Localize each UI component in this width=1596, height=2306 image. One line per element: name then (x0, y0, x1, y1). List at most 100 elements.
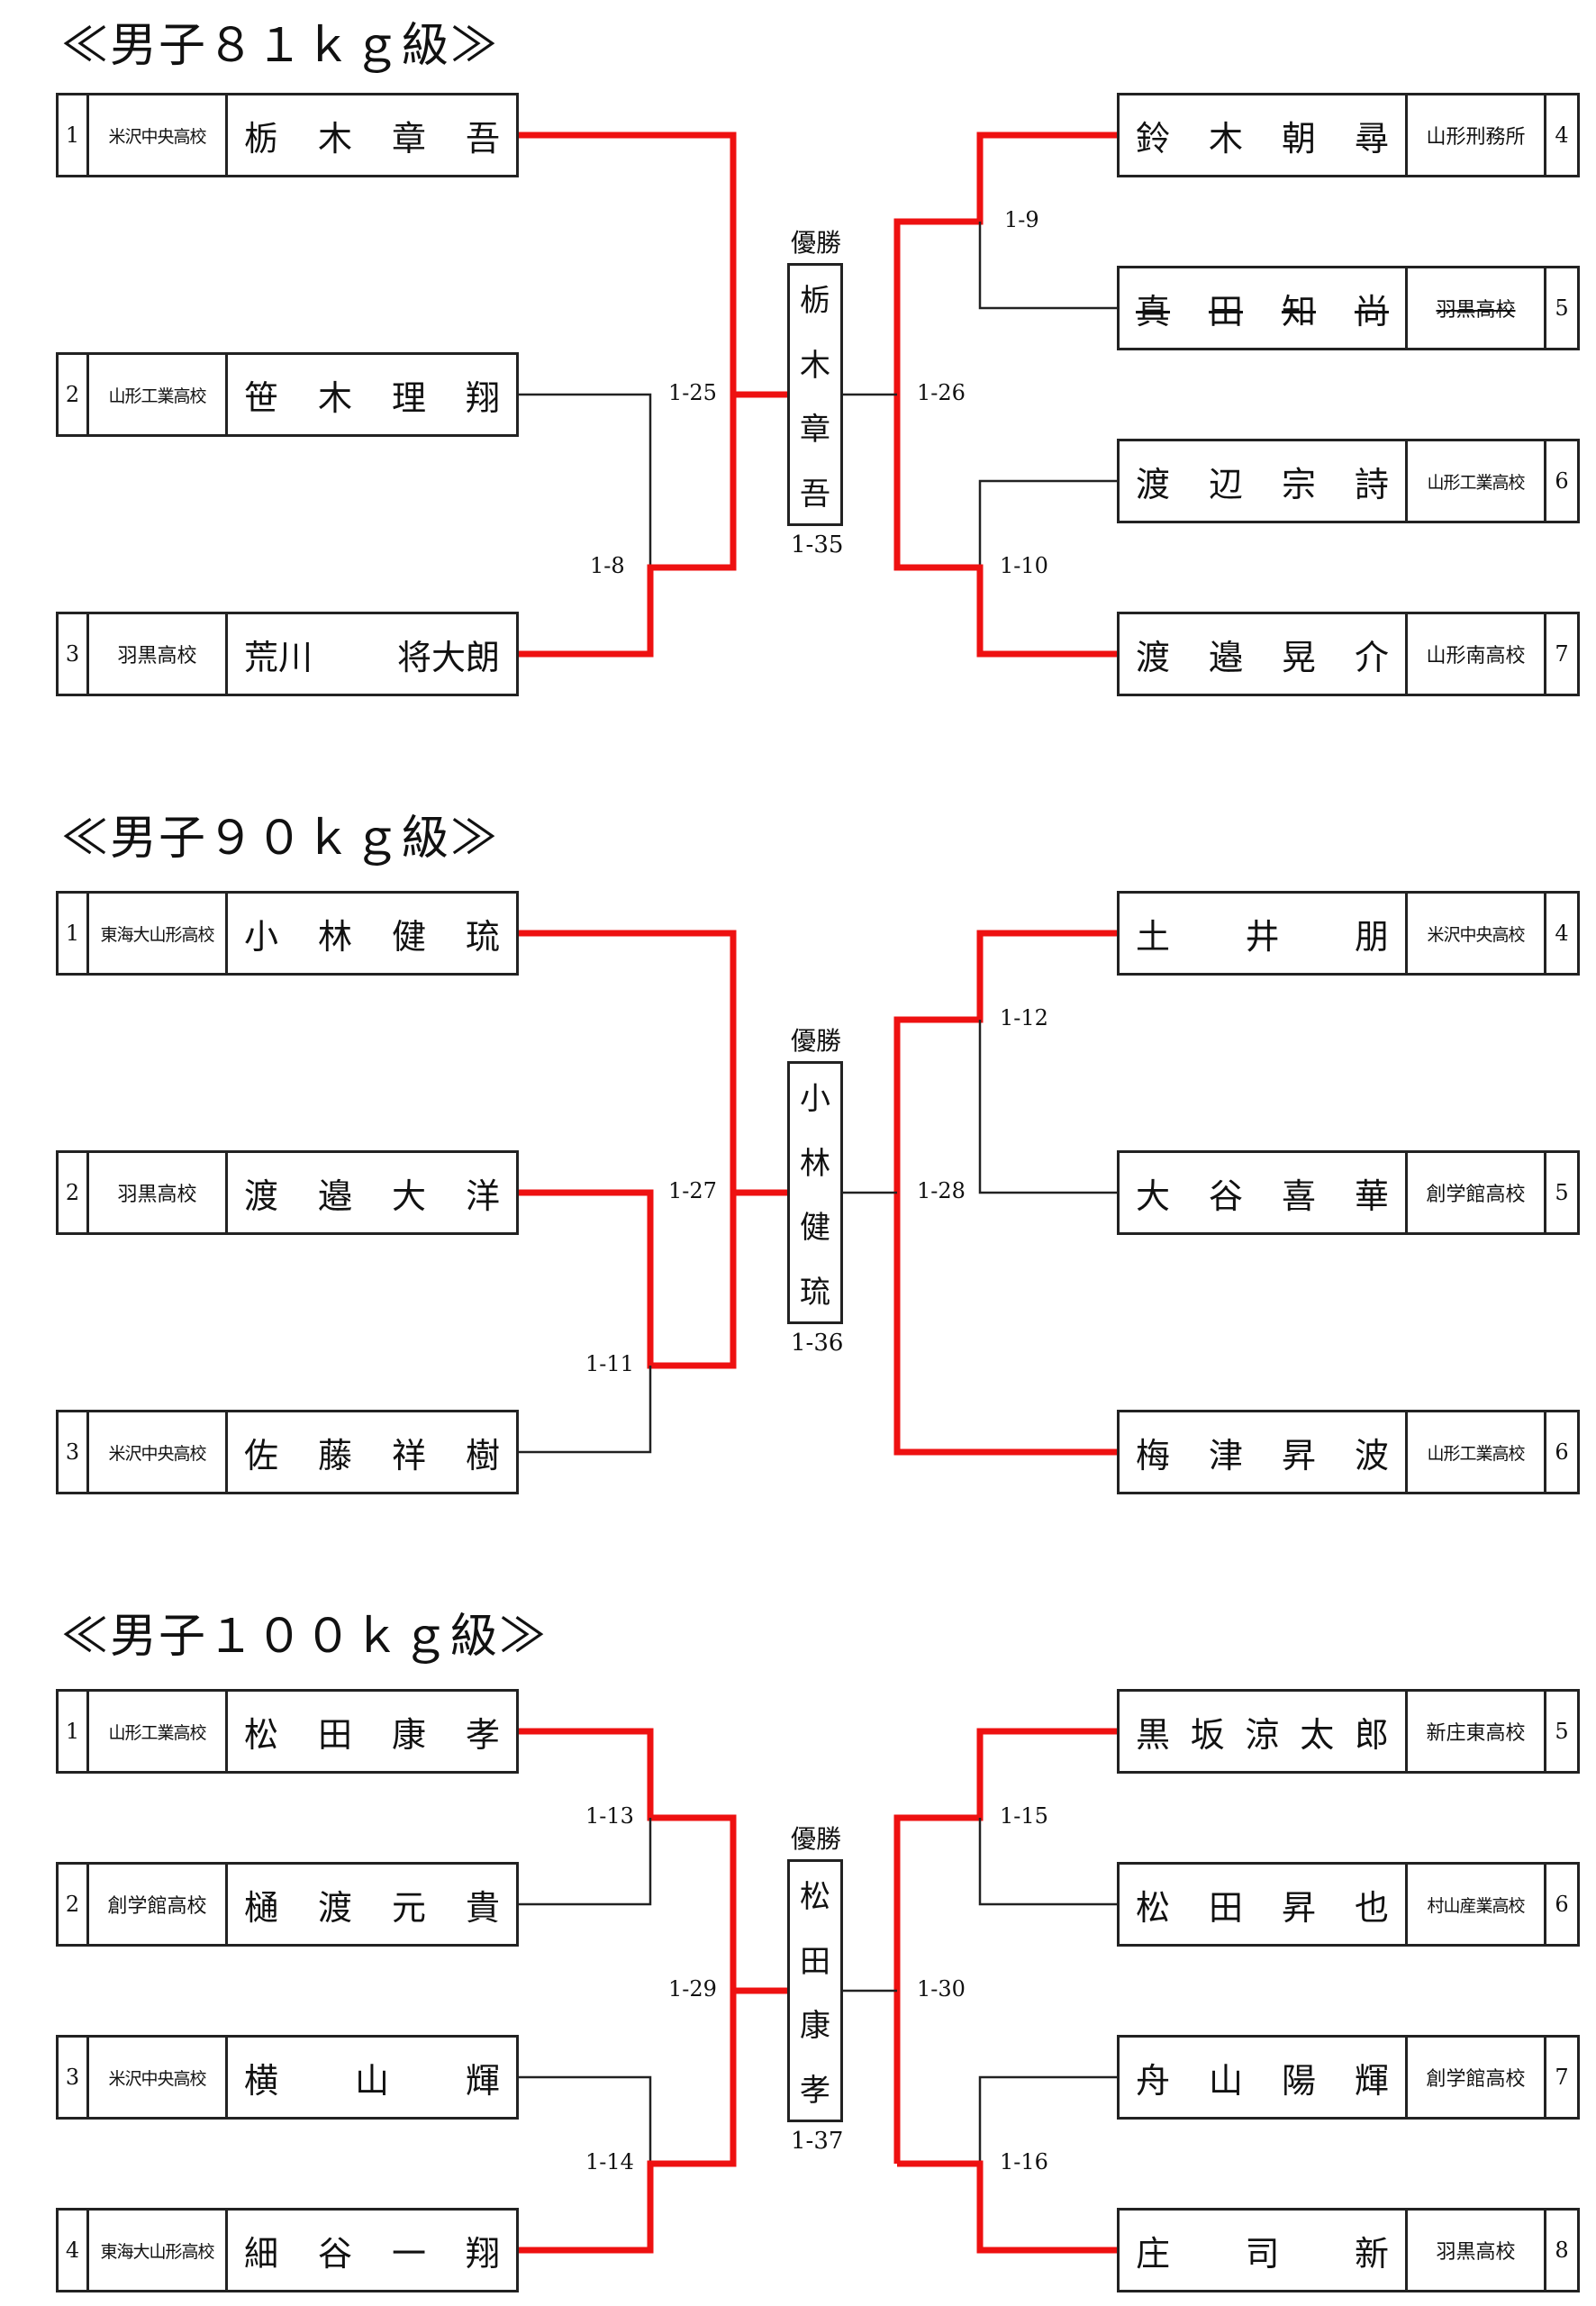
match-number: 1-13 (585, 1803, 634, 1829)
match-number: 1-11 (585, 1351, 634, 1376)
athlete-name: 庄司新 (1120, 2211, 1408, 2290)
match-number: 1-15 (1000, 1803, 1048, 1829)
name-part: 琉 (465, 916, 500, 957)
school-text: 羽黒高校 (1436, 2241, 1516, 2264)
winning-path (897, 2160, 1117, 2254)
name-part: 樹 (465, 1435, 500, 1475)
seed-number: 1 (59, 1692, 89, 1771)
athlete-name: 黒坂涼太郎 (1120, 1692, 1408, 1771)
name-part: 田 (1208, 1887, 1243, 1928)
school-text: 東海大山形高校 (100, 924, 214, 945)
athlete-name: 松田康孝 (228, 1692, 516, 1771)
champion-name-box: 松田康孝 (787, 1859, 843, 2122)
name-part: 尚 (1354, 291, 1389, 331)
champion-name-char: 林 (800, 1145, 830, 1182)
champion-label: 優勝 (791, 1026, 842, 1056)
athlete-name: 鈴木朝尋 (1120, 95, 1408, 175)
right-entry-8[interactable]: 庄司新 羽黒高校 8 (1117, 2208, 1580, 2292)
right-entry-6[interactable]: 渡辺宗詩山形工業高校 6 (1117, 439, 1580, 523)
seed-number: 6 (1555, 468, 1569, 494)
school-text: 山形工業高校 (1427, 1443, 1525, 1464)
name-part: 渡 (1136, 464, 1171, 504)
school-name: 創学館高校 (89, 1865, 228, 1944)
bracket-line (978, 222, 1117, 310)
bracket-line (513, 1366, 652, 1454)
name-part: 小 (244, 916, 279, 957)
champion-name-char: 健 (800, 1210, 830, 1247)
name-part: 将大朗 (396, 637, 500, 677)
bracket-line (513, 393, 652, 567)
match-number: 1-28 (917, 1178, 966, 1203)
final-match-number: 1-36 (791, 1330, 844, 1357)
name-part: 山 (354, 2060, 389, 2101)
winning-path (513, 1728, 787, 1994)
athlete-name: 栃木章吾 (228, 95, 516, 175)
bracket-line (513, 1818, 652, 1906)
name-part: 吾 (465, 118, 500, 159)
athlete-name: 舟山陽輝 (1120, 2038, 1408, 2117)
name-part: 也 (1354, 1887, 1389, 1928)
school-text: 山形刑務所 (1426, 126, 1526, 149)
name-part: 昇 (1281, 1435, 1316, 1475)
school-text: 創学館高校 (1426, 2068, 1526, 2091)
school-name: 山形工業高校 (1408, 441, 1546, 521)
seed-number: 8 (1555, 2238, 1569, 2263)
name-part: 邉 (1208, 637, 1243, 677)
champion-name-char: 吾 (800, 476, 830, 513)
school-text: 山形南高校 (1426, 645, 1526, 667)
school-name: 東海大山形高校 (89, 894, 228, 973)
name-part: 健 (391, 916, 426, 957)
name-part: 郎 (1354, 1714, 1389, 1755)
seed-number: 5 (1555, 1180, 1569, 1205)
name-part: 祥 (391, 1435, 426, 1475)
school-text: 山形工業高校 (108, 386, 206, 406)
name-part: 真 (1136, 291, 1171, 331)
winning-path (893, 1728, 1117, 2164)
school-name: 羽黒高校 (1408, 268, 1546, 348)
school-name: 山形南高校 (1408, 614, 1546, 694)
champion-name-char: 松 (800, 1879, 830, 1916)
name-part: 松 (244, 1714, 279, 1755)
name-part: 松 (1136, 1887, 1171, 1928)
seed-number: 1 (59, 894, 89, 973)
school-text: 村山産業高校 (1427, 1895, 1525, 1916)
name-part: 詩 (1354, 464, 1389, 504)
bracket-lines (513, 1728, 1117, 2254)
match-number: 1-12 (1000, 1005, 1048, 1030)
athlete-name: 松田昇也 (1120, 1865, 1408, 1944)
athlete-name: 笹木理翔 (228, 355, 516, 434)
school-text: 羽黒高校 (117, 645, 197, 667)
bracket-line (978, 2075, 1117, 2164)
match-number: 1-16 (1000, 2149, 1048, 2174)
champion-name-box: 栃木章吾 (787, 263, 843, 526)
winning-path (513, 930, 787, 1196)
bracket-line (513, 2075, 652, 2164)
athlete-name: 渡辺宗詩 (1120, 441, 1408, 521)
winning-path (893, 1193, 1117, 1456)
name-part: 谷 (1208, 1176, 1243, 1216)
school-name: 創学館高校 (1408, 1153, 1546, 1232)
seed-number: 2 (59, 1153, 89, 1232)
school-name: 山形刑務所 (1408, 95, 1546, 175)
final-match-number: 1-35 (791, 531, 844, 558)
